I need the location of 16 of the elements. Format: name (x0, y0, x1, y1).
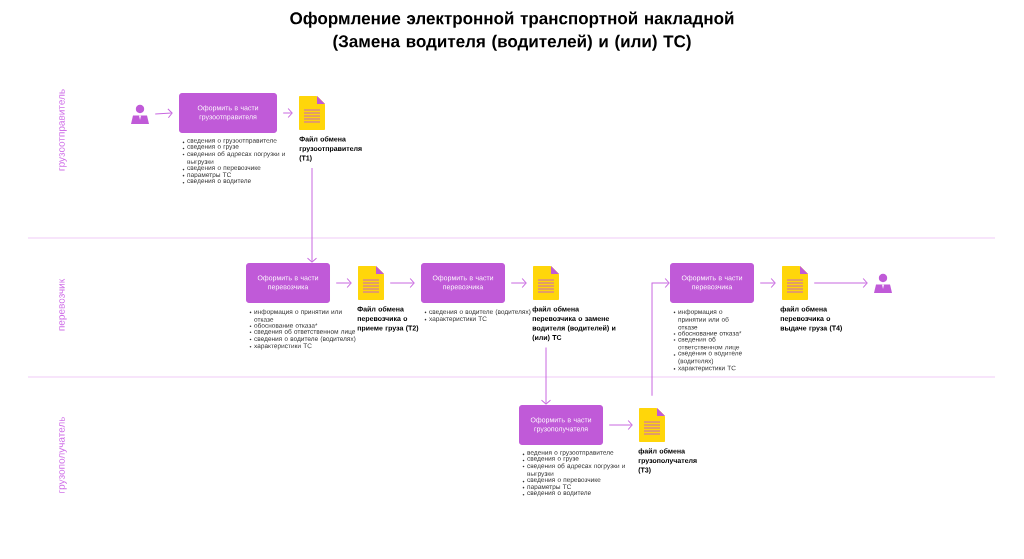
person-icon (874, 273, 892, 293)
lane-label: грузополучатель (59, 416, 67, 493)
arrow (608, 420, 633, 430)
arrow (759, 278, 776, 288)
arrow (510, 278, 527, 288)
arrow (651, 278, 670, 397)
title: Оформление электронной транспортной накладной (Замена водителя (водителей) и (или) ТС) (290, 11, 734, 51)
arrow (335, 278, 352, 288)
arrow (813, 278, 868, 288)
lane-label: перевозчик (59, 278, 67, 331)
arrow (389, 278, 415, 288)
arrow (154, 108, 173, 119)
lane-label: грузоотправитель (59, 89, 67, 171)
person-icon (131, 104, 149, 124)
arrow (307, 167, 317, 263)
arrow (541, 347, 551, 405)
